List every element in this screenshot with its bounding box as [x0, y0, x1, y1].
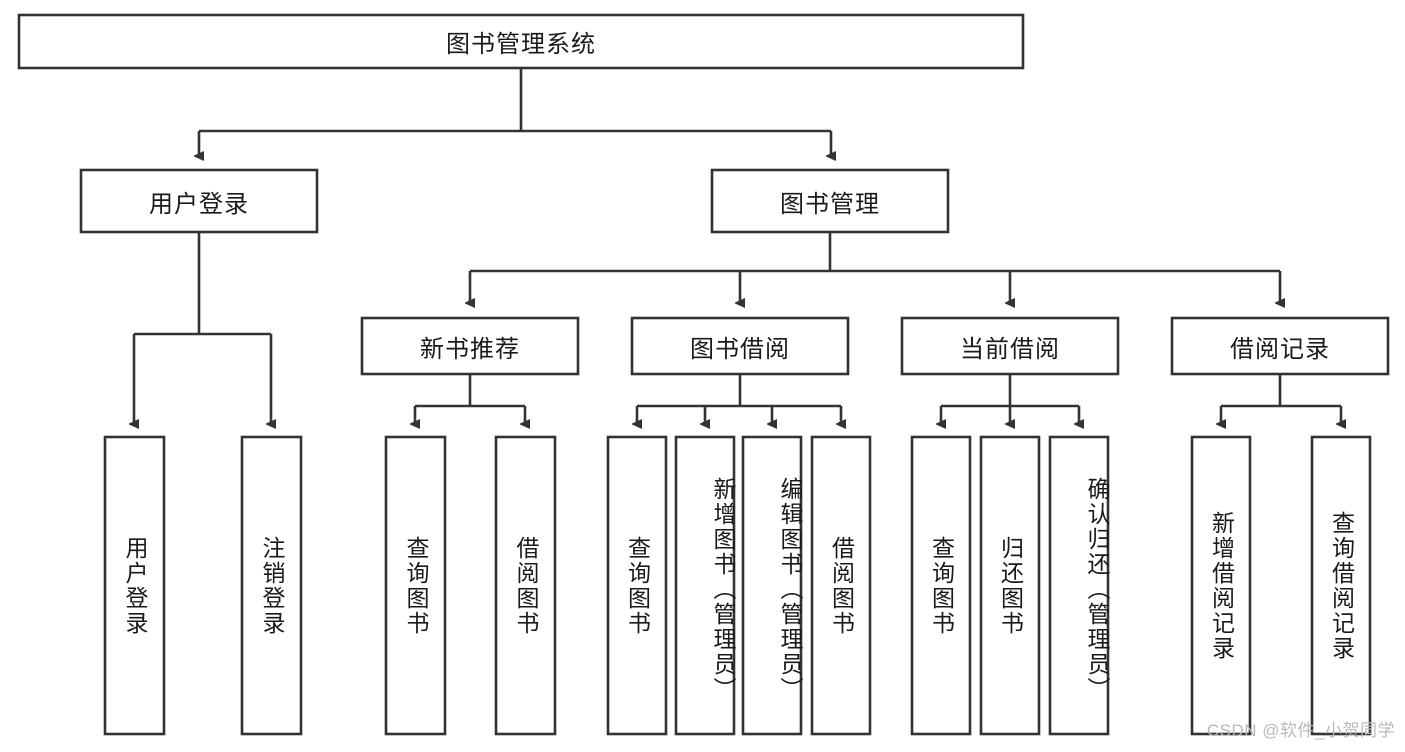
node-leaf-edit-book-box[interactable]: [741, 435, 803, 736]
node-current-borrow-box[interactable]: [900, 316, 1120, 376]
node-user-login-box[interactable]: [79, 168, 319, 234]
node-borrow-record-box[interactable]: [1170, 316, 1390, 376]
csdn-watermark: CSDN @软件_小贺同学: [1206, 721, 1395, 740]
node-leaf-query-book-1-box[interactable]: [384, 435, 447, 736]
node-leaf-borrow-book-2-box[interactable]: [810, 435, 872, 736]
node-book-borrow-box[interactable]: [630, 316, 850, 376]
connector-root-bus: [199, 68, 831, 133]
node-new-book-recommend-box[interactable]: [360, 316, 580, 376]
node-leaf-return-book-box[interactable]: [979, 435, 1041, 736]
node-leaf-add-record-box[interactable]: [1190, 435, 1252, 736]
node-leaf-add-book-box[interactable]: [674, 435, 736, 736]
node-leaf-confirm-return-box[interactable]: [1048, 435, 1110, 736]
node-leaf-user-login-box[interactable]: [103, 435, 166, 736]
node-root-box[interactable]: [17, 13, 1025, 70]
node-leaf-borrow-book-1-box[interactable]: [494, 435, 557, 736]
node-book-management-box[interactable]: [710, 168, 950, 234]
node-leaf-query-book-2-box[interactable]: [606, 435, 668, 736]
node-leaf-query-record-box[interactable]: [1310, 435, 1372, 736]
node-leaf-logout-login-box[interactable]: [240, 435, 303, 736]
node-leaf-query-book-3-box[interactable]: [910, 435, 972, 736]
